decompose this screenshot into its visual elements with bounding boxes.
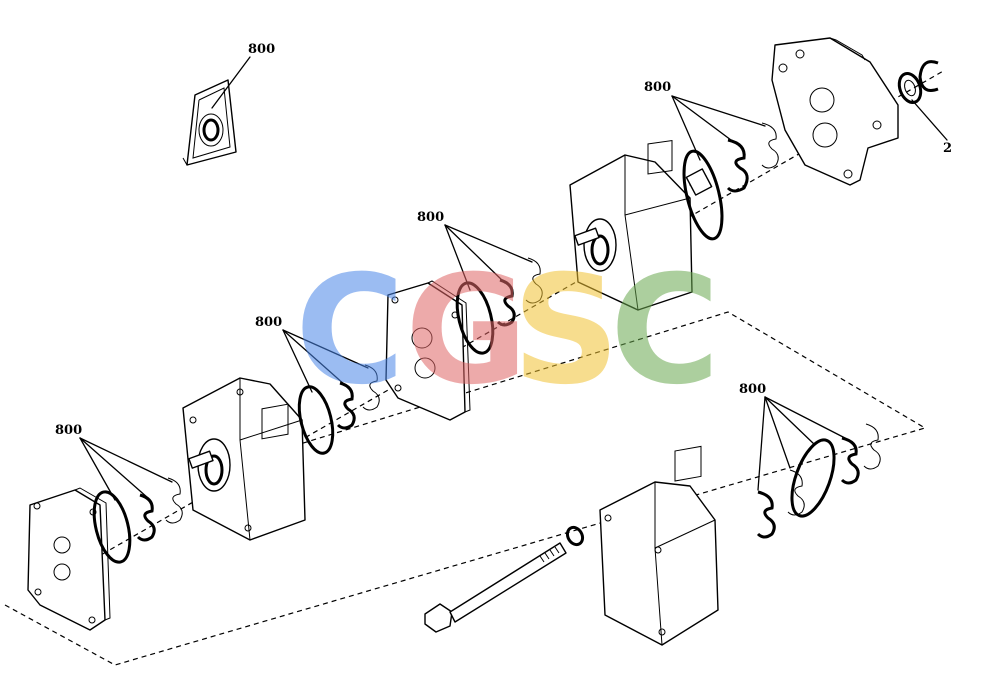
rear-flange-cover (771, 37, 899, 186)
front-end-cover (27, 487, 111, 631)
shaft-seal-and-circlip (897, 60, 939, 105)
watermark-letter: G (405, 244, 528, 418)
seal-set-4 (682, 122, 779, 241)
rear-end-cap (599, 445, 719, 646)
pump-section-2 (569, 139, 713, 311)
callout-label: 800 (644, 80, 671, 95)
callout-label: 800 (248, 42, 275, 57)
callout-label: 800 (417, 210, 444, 225)
middle-plate (385, 280, 471, 421)
callout-label: 800 (739, 382, 766, 397)
seal-set-1 (92, 477, 183, 564)
leader-lines (79, 56, 948, 501)
callout-label: 800 (255, 315, 282, 330)
watermark-letter: C (610, 244, 720, 418)
assembly-boundary-dashed (4, 311, 927, 666)
seal-set-5 (756, 423, 881, 539)
watermark-logo: C G S C (295, 244, 720, 418)
watermark-letter: S (512, 244, 620, 418)
callout-label: 800 (55, 423, 82, 438)
seal-set-3 (455, 257, 543, 355)
tie-bolt (424, 525, 585, 633)
assembly-axis-line (39, 69, 946, 591)
pump-section-1 (182, 377, 306, 541)
seal-kit-pouch (182, 79, 237, 166)
callout-label: 2 (943, 141, 952, 156)
seal-set-2 (297, 364, 380, 455)
watermark-letter: C (295, 244, 405, 418)
